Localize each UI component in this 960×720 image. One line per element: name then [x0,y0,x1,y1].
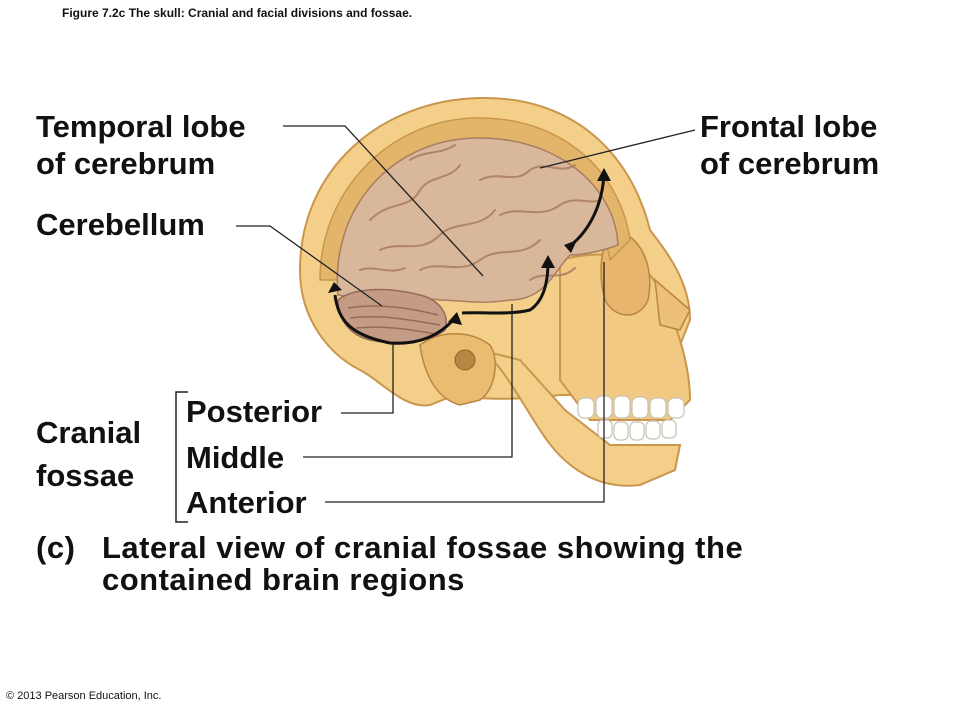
label-frontal-line1: Frontal lobe [700,109,878,144]
caption-line2: contained brain regions [102,562,465,597]
label-posterior: Posterior [186,394,323,429]
label-temporal-line1: Temporal lobe [36,109,246,144]
cerebellum-folia [347,305,441,335]
label-frontal-line2: of cerebrum [700,146,880,181]
arrowheads [328,168,611,325]
label-frontal-lobe: Frontal lobe of cerebrum [700,108,879,182]
ear-canal [454,349,476,371]
brain-gyri [359,144,601,281]
label-cerebellum: Cerebellum [36,207,205,242]
leader-lines [236,125,696,503]
teeth [577,395,685,441]
label-cranial-line2: fossae [36,458,135,493]
label-temporal-lobe: Temporal lobe of cerebrum [36,108,246,182]
figure-title: Figure 7.2c The skull: Cranial and facia… [62,6,413,20]
caption-panel-letter: (c) [36,530,76,565]
label-cranial-line1: Cranial [36,415,142,450]
temporal-bone [419,333,496,406]
fossae-bracket [175,391,188,523]
label-temporal-line2: of cerebrum [36,146,216,181]
copyright: © 2013 Pearson Education, Inc. [6,690,162,702]
label-anterior: Anterior [186,485,307,520]
mandible [479,349,682,487]
label-middle: Middle [186,440,285,475]
caption-line1: Lateral view of cranial fossae showing t… [102,530,744,565]
cerebellum [337,288,447,344]
label-cranial-fossae: Cranial fossae [36,414,141,494]
nasal-bone [654,278,691,331]
